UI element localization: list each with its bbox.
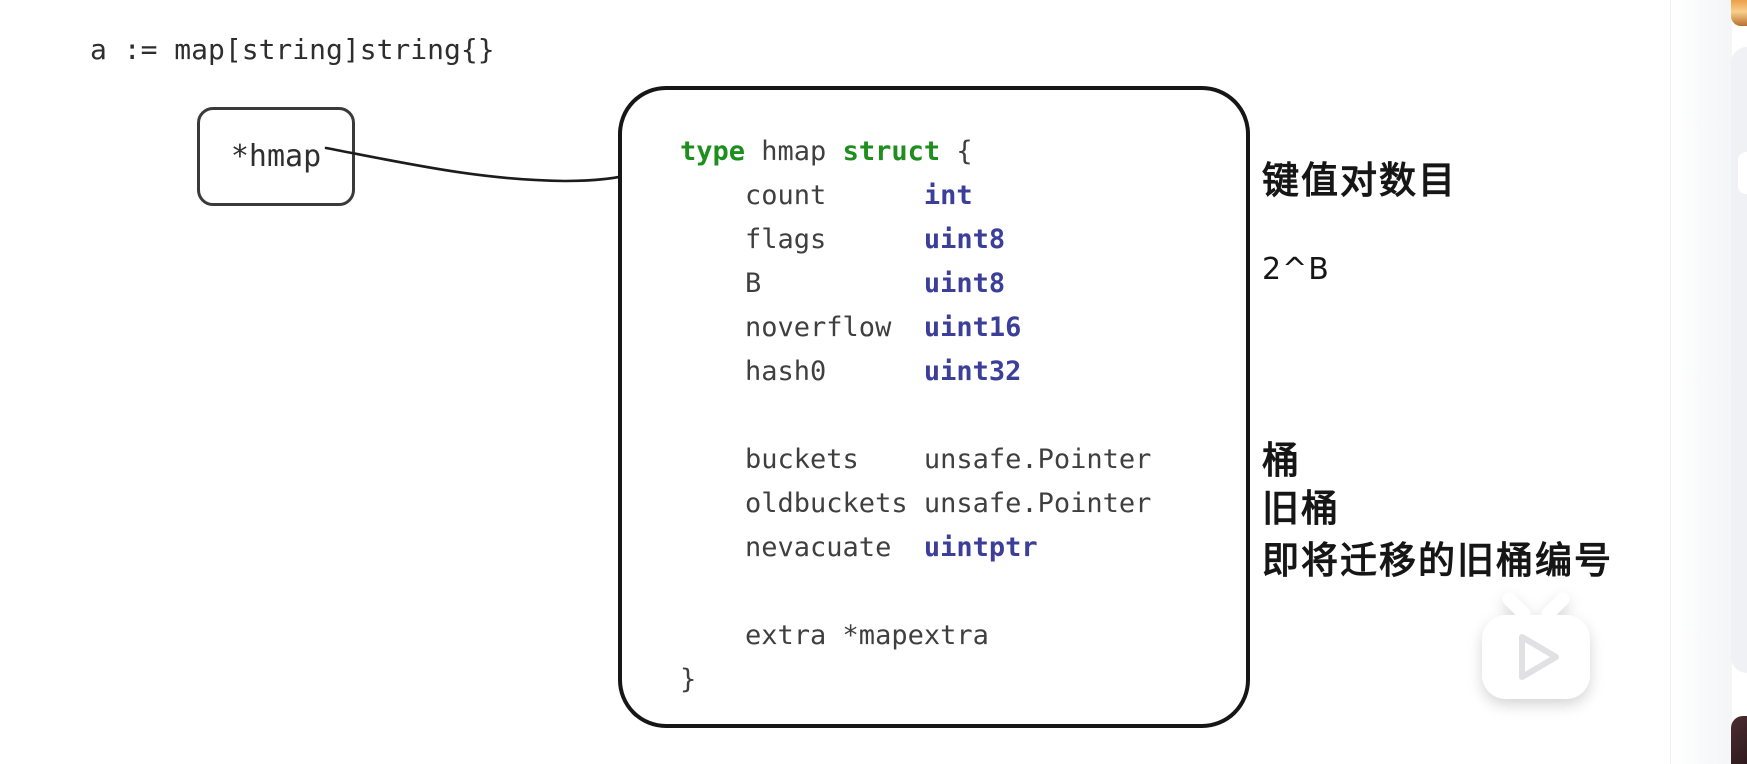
page-edge-gutter	[1670, 0, 1732, 764]
code-line: flags uint8	[680, 224, 1006, 255]
code-line: noverflow uint16	[680, 312, 1022, 343]
hmap-pointer-label: *hmap	[230, 139, 322, 174]
code-line: buckets unsafe.Pointer	[680, 444, 1152, 475]
code-line: extra *mapextra	[680, 620, 989, 651]
tv-play-icon[interactable]	[1468, 583, 1604, 719]
code-line: }	[680, 664, 697, 695]
map-declaration-text: a := map[string]string{}	[90, 33, 495, 66]
code-line	[680, 570, 1151, 614]
sidebar-thumbnail-fragment-orange	[1731, 0, 1747, 26]
annotation-oldbuckets: 旧桶	[1262, 487, 1340, 530]
annotation-count: 键值对数目	[1262, 159, 1457, 202]
code-line: nevacuate uintptr	[680, 532, 1038, 563]
hmap-struct-box	[618, 86, 1250, 728]
sidebar-card-fragment	[1731, 47, 1747, 673]
code-line: type hmap struct {	[680, 136, 973, 167]
code-line: B uint8	[680, 268, 1006, 299]
annotation-b: 2^B	[1262, 252, 1330, 287]
code-line: oldbuckets unsafe.Pointer	[680, 488, 1152, 519]
sidebar-card-pill	[1738, 152, 1747, 194]
annotation-nevacuate: 即将迁移的旧桶编号	[1262, 539, 1613, 582]
sidebar-thumbnail-fragment-dark	[1731, 716, 1747, 764]
code-line: hash0 uint32	[680, 356, 1022, 387]
code-line: count int	[680, 180, 973, 211]
struct-code: type hmap struct { count int flags uint8…	[680, 130, 1151, 702]
annotation-buckets: 桶	[1262, 439, 1301, 482]
code-line	[680, 394, 1151, 438]
hmap-pointer-box: *hmap	[197, 107, 355, 206]
